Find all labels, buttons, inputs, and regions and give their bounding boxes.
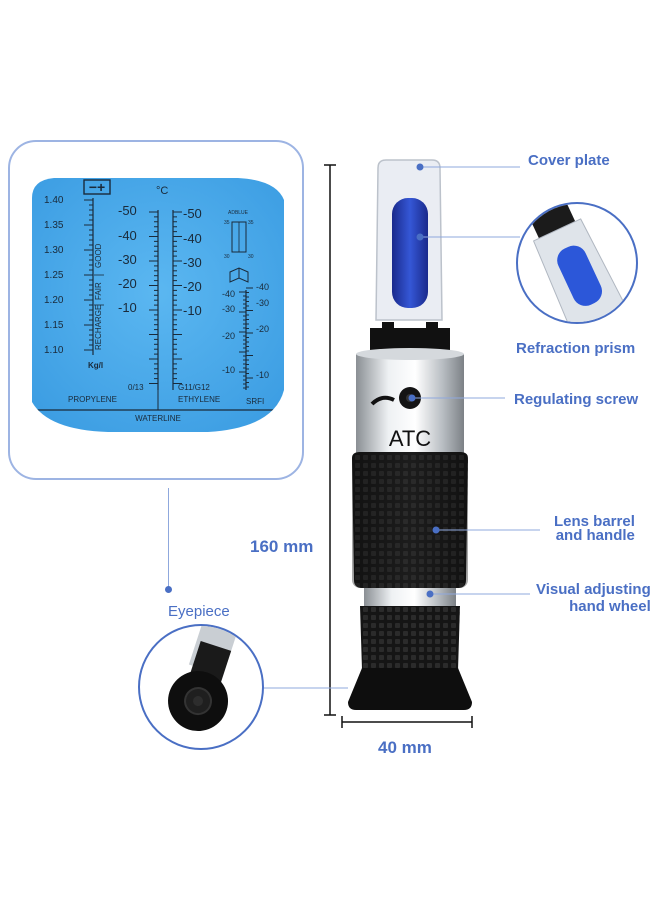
ethylene-label: -10: [183, 303, 202, 318]
ethylene-labels: -50 -40 -30 -20 -10: [183, 206, 202, 318]
adblue-value: 35: [248, 220, 254, 226]
propylene-label: -30: [118, 252, 137, 267]
scale-connector-line: [168, 488, 169, 588]
scale-connector-dot: [165, 586, 172, 593]
ethylene-label: -40: [183, 231, 202, 246]
adblue-value: 30: [248, 254, 254, 260]
label-regulating-screw: Regulating screw: [514, 391, 639, 408]
label-eyepiece: Eyepiece: [168, 603, 230, 620]
srfi-right-label: -40: [256, 282, 269, 292]
eyepiece-detail-circle: [138, 624, 264, 750]
srfi-left-label: -10: [222, 365, 235, 375]
refractometer-scale: −+ °C 1.40 1.35 1.30 1.25 1.20 1.15 1.10…: [32, 178, 284, 432]
label-lens-barrel-line2: and handle: [555, 527, 635, 544]
kgl-label: 1.35: [44, 220, 64, 231]
adblue-value: 35: [224, 220, 230, 226]
srfi-right-label: -30: [256, 298, 269, 308]
waterline-label: WATERLINE: [135, 414, 181, 423]
srfi-left-label: -40: [222, 289, 235, 299]
label-cover-plate: Cover plate: [528, 152, 610, 169]
label-visual-adjusting: Visual adjusting hand wheel: [536, 581, 651, 615]
brand-text: ATC: [389, 426, 431, 451]
prism-window: [392, 198, 428, 308]
condition-recharge: RECHARGE: [94, 305, 103, 350]
kgl-unit: Kg/l: [88, 361, 103, 370]
eyepiece-cup: [348, 668, 472, 710]
kgl-label: 1.20: [44, 295, 64, 306]
srfi-left-label: -20: [222, 331, 235, 341]
label-visual-adjusting-line2: hand wheel: [569, 598, 651, 615]
condition-fair: FAIR: [94, 282, 103, 300]
kgl-label: 1.40: [44, 195, 64, 206]
width-dimension: 40 mm: [378, 738, 432, 757]
propylene-label: -10: [118, 300, 137, 315]
eyepiece-detail-image: [168, 626, 239, 732]
srfi-right-label: -20: [256, 324, 269, 334]
ethylene-label: -30: [183, 255, 202, 270]
refractometer-device: ATC: [348, 159, 472, 710]
kgl-label: 1.10: [44, 345, 64, 356]
srfi-left-labels: -40 -30 -20 -10: [222, 289, 235, 375]
srfi-label-text: SRFI: [246, 397, 264, 406]
ethylene-label-text: ETHYLENE: [178, 395, 220, 404]
label-lens-barrel: Lens barrel and handle: [554, 513, 635, 544]
srfi-right-labels: -40 -30 -20 -10: [256, 282, 269, 380]
height-dimension: 160 mm: [250, 537, 314, 556]
propylene-label-text: PROPYLENE: [68, 395, 117, 404]
kgl-labels: 1.40 1.35 1.30 1.25 1.20 1.15 1.10: [44, 195, 64, 356]
ethylene-label: -20: [183, 279, 202, 294]
propylene-label: -40: [118, 228, 137, 243]
ethylene-label: -50: [183, 206, 202, 221]
label-lens-barrel-line1: Lens barrel: [554, 513, 635, 530]
kgl-label: 1.30: [44, 245, 64, 256]
prism-detail-image: [526, 204, 628, 322]
eyepiece-wheel: [360, 606, 460, 670]
condition-good: GOOD: [94, 243, 103, 268]
battery-symbol: −+: [89, 179, 105, 195]
prism-detail-circle: [516, 202, 638, 324]
srfi-right-label: -10: [256, 370, 269, 380]
book-icon: [229, 267, 249, 283]
propylene-label: -50: [118, 203, 137, 218]
propylene-label: -20: [118, 276, 137, 291]
kgl-label: 1.25: [44, 270, 64, 281]
adblue-label: ADBLUE: [228, 210, 249, 216]
propylene-zero: 0/13: [128, 383, 144, 392]
label-visual-adjusting-line1: Visual adjusting: [536, 581, 651, 598]
ethylene-zero: G11/G12: [178, 383, 210, 392]
srfi-left-label: -30: [222, 304, 235, 314]
adblue-value: 30: [224, 254, 230, 260]
label-refraction-prism: Refraction prism: [516, 340, 636, 357]
kgl-label: 1.15: [44, 320, 64, 331]
battery-icon: [83, 179, 111, 195]
celsius-unit: °C: [156, 185, 168, 197]
propylene-labels: -50 -40 -30 -20 -10: [118, 203, 137, 315]
